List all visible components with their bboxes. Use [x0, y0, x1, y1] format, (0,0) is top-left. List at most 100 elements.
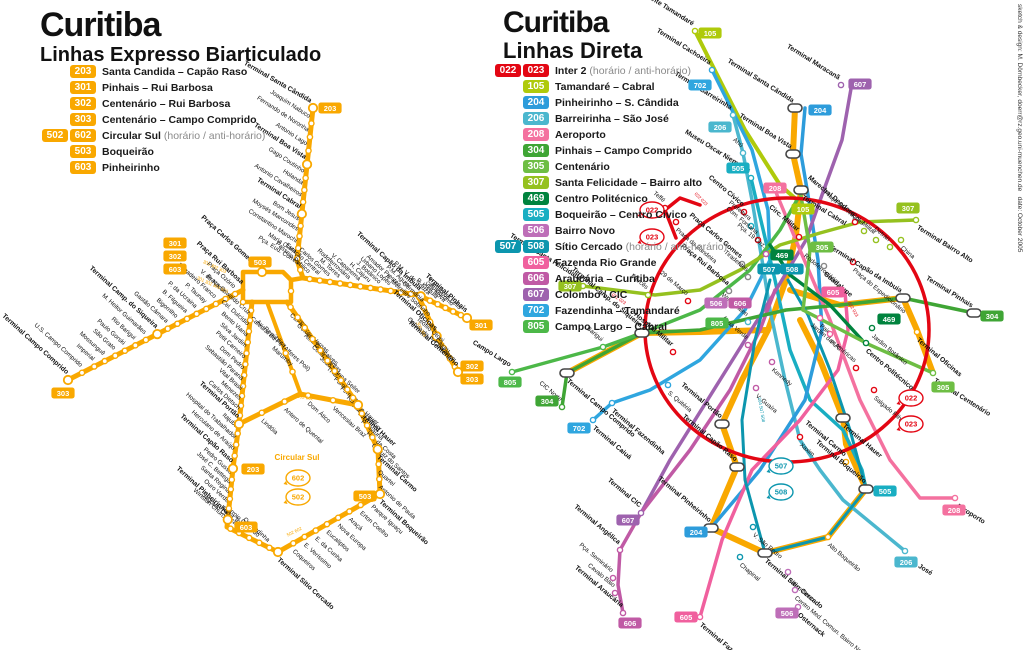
route-number-badge-label: 305	[937, 383, 950, 392]
station-dot	[795, 233, 803, 241]
route-number-badge	[469, 319, 493, 331]
legend-label: Tamandaré – Cabral	[555, 80, 655, 93]
route-number-badge: 602	[70, 129, 96, 142]
station-label: Terminal Fazenda Rio Grande	[698, 622, 776, 650]
station-dot	[308, 120, 315, 127]
station-dot	[212, 300, 220, 308]
legend-badges: 503	[40, 145, 96, 158]
legend-label: Centenário – Campo Comprido	[102, 113, 257, 126]
station-dot	[232, 441, 240, 448]
station-dot	[236, 412, 244, 419]
route-number-badge: 607	[523, 288, 549, 301]
station-dot	[281, 398, 288, 405]
route-number-badge: 605	[523, 256, 549, 269]
legend-badges: 105	[497, 80, 549, 93]
route-number-badge-label: 208	[948, 506, 961, 515]
legend-badges: 206	[497, 112, 549, 125]
route-number-badge: 105	[523, 80, 549, 93]
route-number-badge: 022	[495, 64, 521, 77]
legend-badges: 204	[497, 96, 549, 109]
route-number-badge	[763, 182, 787, 194]
legend-label: Centro Politécnico	[555, 192, 648, 205]
station-dot	[101, 357, 109, 365]
station-dot	[293, 255, 301, 262]
terminal-station	[227, 463, 239, 474]
station-label: V. Guaíra	[754, 393, 779, 415]
station-dot	[744, 318, 752, 326]
loop-direction-arrow	[283, 500, 288, 504]
terminal-station	[374, 488, 386, 500]
station-dot	[238, 392, 246, 400]
station-dot	[287, 303, 294, 311]
station-dot	[164, 325, 172, 333]
route-number-badge: 506	[523, 224, 549, 237]
loop-route-bubble	[285, 488, 311, 506]
terminal-station	[301, 159, 313, 170]
loop-direction-arrow	[637, 213, 642, 217]
route-number-badge	[791, 203, 815, 215]
station-dot	[301, 186, 308, 194]
route-number-badge: 507	[495, 240, 521, 253]
station-label: Terminal CIC	[606, 477, 642, 509]
station-dot	[747, 222, 755, 230]
route-number-badge-label: 603	[169, 265, 182, 274]
legend-label: Santa Candida – Capão Raso	[102, 65, 248, 78]
right-title-block: Curitiba Linhas Direta	[503, 8, 642, 62]
route-number-badge	[848, 78, 872, 90]
legend-label: Barreirinha – São José	[555, 112, 669, 125]
route-number-badge-label: 206	[714, 123, 727, 132]
map-line	[240, 269, 294, 305]
station-dot	[672, 218, 680, 226]
map-line	[616, 288, 777, 615]
route-number-badge	[728, 297, 752, 309]
terminal-station	[352, 399, 364, 411]
route-number-badge	[318, 102, 342, 114]
station-label: Terminal Santa Cândida	[726, 58, 795, 105]
station-dot	[768, 358, 776, 366]
route-number-badge	[535, 395, 559, 407]
route-number-badge	[460, 360, 484, 372]
route-number-badge-label: 301	[475, 321, 488, 330]
station-dot	[226, 495, 234, 503]
station-dot	[826, 330, 834, 338]
station-dot	[228, 476, 236, 484]
loop-route-bubble	[768, 457, 794, 475]
station-dot	[664, 381, 672, 389]
station-dot	[375, 460, 382, 468]
route-number-badge-label: 203	[324, 104, 337, 113]
station-dot	[357, 501, 364, 509]
station-dot	[369, 434, 376, 441]
station-dot	[296, 266, 304, 274]
legend-label: Pinheirinho – S. Cândida	[555, 96, 679, 109]
station-dot	[508, 368, 516, 376]
route-number-badge: 304	[523, 144, 549, 157]
legend-badges: 303	[40, 113, 96, 126]
route-number-badge	[498, 376, 522, 388]
loop-route-bubble-label: 502	[292, 493, 305, 502]
legend-label: Bairro Novo	[555, 224, 616, 237]
route-number-badge: 305	[523, 160, 549, 173]
route-number-badge: 204	[523, 96, 549, 109]
station-dot	[246, 316, 254, 324]
route-number-badge: 302	[70, 97, 96, 110]
route-number-badge-label: 505	[879, 487, 892, 496]
route-number-badge: 503	[70, 145, 96, 158]
route-number-badge-label: 302	[169, 252, 182, 261]
loop-route-bubble-label: 508	[775, 488, 788, 497]
route-number-badge	[616, 514, 640, 526]
legend-label: Sítio Cercado (horário / anti-horário)	[555, 240, 728, 253]
station-dot	[231, 452, 238, 460]
map-line	[560, 296, 976, 409]
legend-label: Araucária – Curitiba	[555, 272, 655, 285]
station-dot	[611, 589, 619, 597]
station-dot	[868, 324, 876, 332]
station-dot	[619, 609, 627, 617]
terminal-station	[307, 102, 319, 114]
